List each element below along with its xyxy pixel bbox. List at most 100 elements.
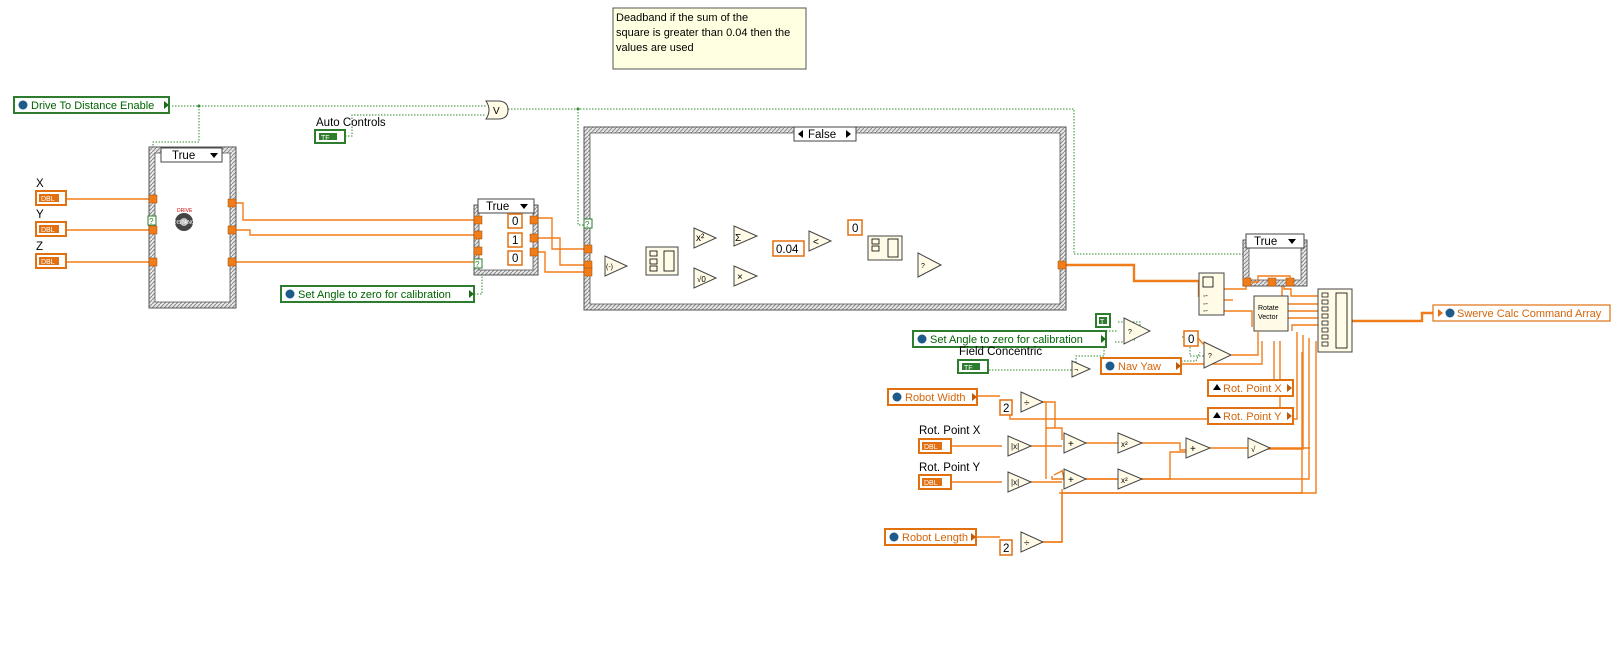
const-0b: 0 xyxy=(512,253,518,265)
const-two-a[interactable]: 2 xyxy=(999,399,1013,416)
abs-symbol-2: |x| xyxy=(1011,478,1019,487)
less-than-function[interactable]: < xyxy=(808,230,833,252)
true-constant-label: T xyxy=(1100,319,1105,326)
build-array-2[interactable] xyxy=(867,235,903,261)
comment-line-3: values are used xyxy=(616,42,694,54)
nav-yaw-control[interactable]: Nav Yaw xyxy=(1100,357,1182,375)
swerve-calc-command-array-indicator[interactable]: Swerve Calc Command Array xyxy=(1432,304,1611,322)
deadband-value: 0.04 xyxy=(776,244,799,256)
robot-width-control[interactable]: Robot Width xyxy=(887,388,978,406)
const-two-b-value: 2 xyxy=(1003,543,1009,555)
case1-selector-label: True xyxy=(172,150,195,162)
robot-length-control[interactable]: Robot Length xyxy=(884,528,977,546)
y-control[interactable]: DBL xyxy=(35,221,67,237)
lt-symbol: < xyxy=(813,237,819,248)
drive-to-distance-enable-control[interactable]: Drive To Distance Enable xyxy=(13,96,170,114)
swerve-calc-command-array-label: Swerve Calc Command Array xyxy=(1457,308,1602,320)
sum-array-function[interactable]: Σ xyxy=(733,225,759,247)
case2-selector-label: True xyxy=(486,201,509,213)
rot-point-y-local-variable[interactable]: Rot. Point Y xyxy=(1207,407,1294,425)
rotate-vector-line-1: Rotate xyxy=(1258,305,1279,312)
or-function[interactable]: V xyxy=(485,100,509,120)
rot-point-y-label: Rot. Point Y xyxy=(919,462,980,474)
case3-selector-terminal: ? xyxy=(585,220,590,229)
const-0d-value: 0 xyxy=(1188,334,1194,346)
const-two-b[interactable]: 2 xyxy=(999,539,1013,556)
negate-function[interactable]: (-) xyxy=(604,255,629,277)
set-angle-zero-control-1[interactable]: Set Angle to zero for calibration xyxy=(280,285,475,303)
auto-controls-tf: TF xyxy=(321,135,330,142)
case-structure-1[interactable]: True ? xyxy=(147,146,237,309)
case4-selector-label: True xyxy=(1254,236,1277,248)
auto-controls-control[interactable]: TF xyxy=(314,129,346,144)
const-0a: 0 xyxy=(512,216,518,228)
add-symbol-3: + xyxy=(1190,444,1196,455)
divide-symbol-1: ÷ xyxy=(1024,398,1030,409)
rot-point-x-control[interactable]: DBL xyxy=(918,438,952,454)
case2-selector-terminal: ? xyxy=(475,260,480,269)
rot-point-x-local-variable[interactable]: Rot. Point X xyxy=(1207,379,1294,397)
select-function-2[interactable]: ? xyxy=(1123,317,1152,345)
const-1: 1 xyxy=(512,235,518,247)
square-function-2[interactable]: x² xyxy=(1117,432,1144,454)
field-concentric-control[interactable]: TF xyxy=(957,359,989,374)
x-dbl: DBL xyxy=(41,196,55,203)
comment-box[interactable]: Deadband if the sum of the square is gre… xyxy=(612,7,807,70)
not-function[interactable]: ¬ xyxy=(1071,360,1092,378)
x-label: X xyxy=(36,178,44,190)
square-symbol-1: x² xyxy=(696,233,705,244)
square-symbol-2: x² xyxy=(1121,440,1128,449)
svg-text:(-): (-) xyxy=(606,264,613,271)
case-structure-2[interactable]: True ? 0 1 0 xyxy=(473,198,539,276)
abs-function-2[interactable]: |x| xyxy=(1007,471,1033,493)
or-symbol: V xyxy=(493,106,500,117)
deadband-constant[interactable]: 0.04 xyxy=(772,240,805,257)
y-label: Y xyxy=(36,209,44,221)
const-two-a-value: 2 xyxy=(1003,403,1009,415)
select-function-3[interactable]: ? xyxy=(1203,341,1233,369)
divide-function-1[interactable]: ÷ xyxy=(1020,391,1045,413)
build-array-1[interactable] xyxy=(645,246,679,276)
add-symbol-2: + xyxy=(1068,475,1074,486)
true-constant[interactable]: T xyxy=(1095,313,1111,328)
build-array-3[interactable] xyxy=(1317,288,1353,353)
case3-selector-label: False xyxy=(808,129,836,141)
z-label: Z xyxy=(36,241,43,253)
const-0c[interactable]: 0 xyxy=(847,219,863,236)
set-angle-zero-label-1: Set Angle to zero for calibration xyxy=(298,289,451,301)
square-function-3[interactable]: x² xyxy=(1117,468,1144,490)
svg-text:?: ? xyxy=(1208,353,1212,360)
const-0c-value: 0 xyxy=(852,223,858,235)
square-symbol-3: x² xyxy=(1121,476,1128,485)
rot-point-y-control[interactable]: DBL xyxy=(918,474,952,490)
add-function-2[interactable]: + xyxy=(1063,468,1088,490)
set-angle-zero-control-2[interactable]: Set Angle to zero for calibration xyxy=(912,330,1107,348)
rot-point-x-dbl: DBL xyxy=(924,444,938,451)
multiply-function-1[interactable]: × xyxy=(733,265,759,287)
z-control[interactable]: DBL xyxy=(35,253,67,269)
rot-point-x-label: Rot. Point X xyxy=(919,425,981,437)
svg-text:?: ? xyxy=(921,263,925,270)
drive-icon-text-2: DISTANCE xyxy=(173,220,199,226)
x-control[interactable]: DBL xyxy=(35,190,67,206)
rotate-vector-subvi[interactable]: Rotate Vector xyxy=(1253,295,1289,332)
field-concentric-tf: TF xyxy=(964,365,973,372)
select-function-1[interactable]: ? xyxy=(917,252,943,278)
rot-point-y-local-label: Rot. Point Y xyxy=(1223,411,1282,423)
divide-function-2[interactable]: ÷ xyxy=(1020,531,1045,553)
const-0d[interactable]: 0 xyxy=(1183,330,1199,347)
add-function-1[interactable]: + xyxy=(1063,432,1088,454)
drive-distance-subvi[interactable]: DRIVE DISTANCE xyxy=(173,208,199,231)
sqrt-function-2[interactable]: √ xyxy=(1247,437,1272,459)
rot-point-x-local-label: Rot. Point X xyxy=(1223,383,1282,395)
case-structure-4[interactable]: True xyxy=(1242,233,1308,287)
drive-icon-text-1: DRIVE xyxy=(177,208,193,214)
square-function-1[interactable]: x² xyxy=(693,227,718,249)
sqrt-function-1[interactable]: √0 xyxy=(693,267,718,289)
abs-function-1[interactable]: |x| xyxy=(1007,435,1033,457)
case1-selector-terminal: ? xyxy=(149,217,154,226)
case-structure-3[interactable]: False ? xyxy=(583,126,1067,311)
index-array-function[interactable]: ◦- ◦- ◦- xyxy=(1198,272,1225,316)
add-function-3[interactable]: + xyxy=(1185,437,1212,459)
